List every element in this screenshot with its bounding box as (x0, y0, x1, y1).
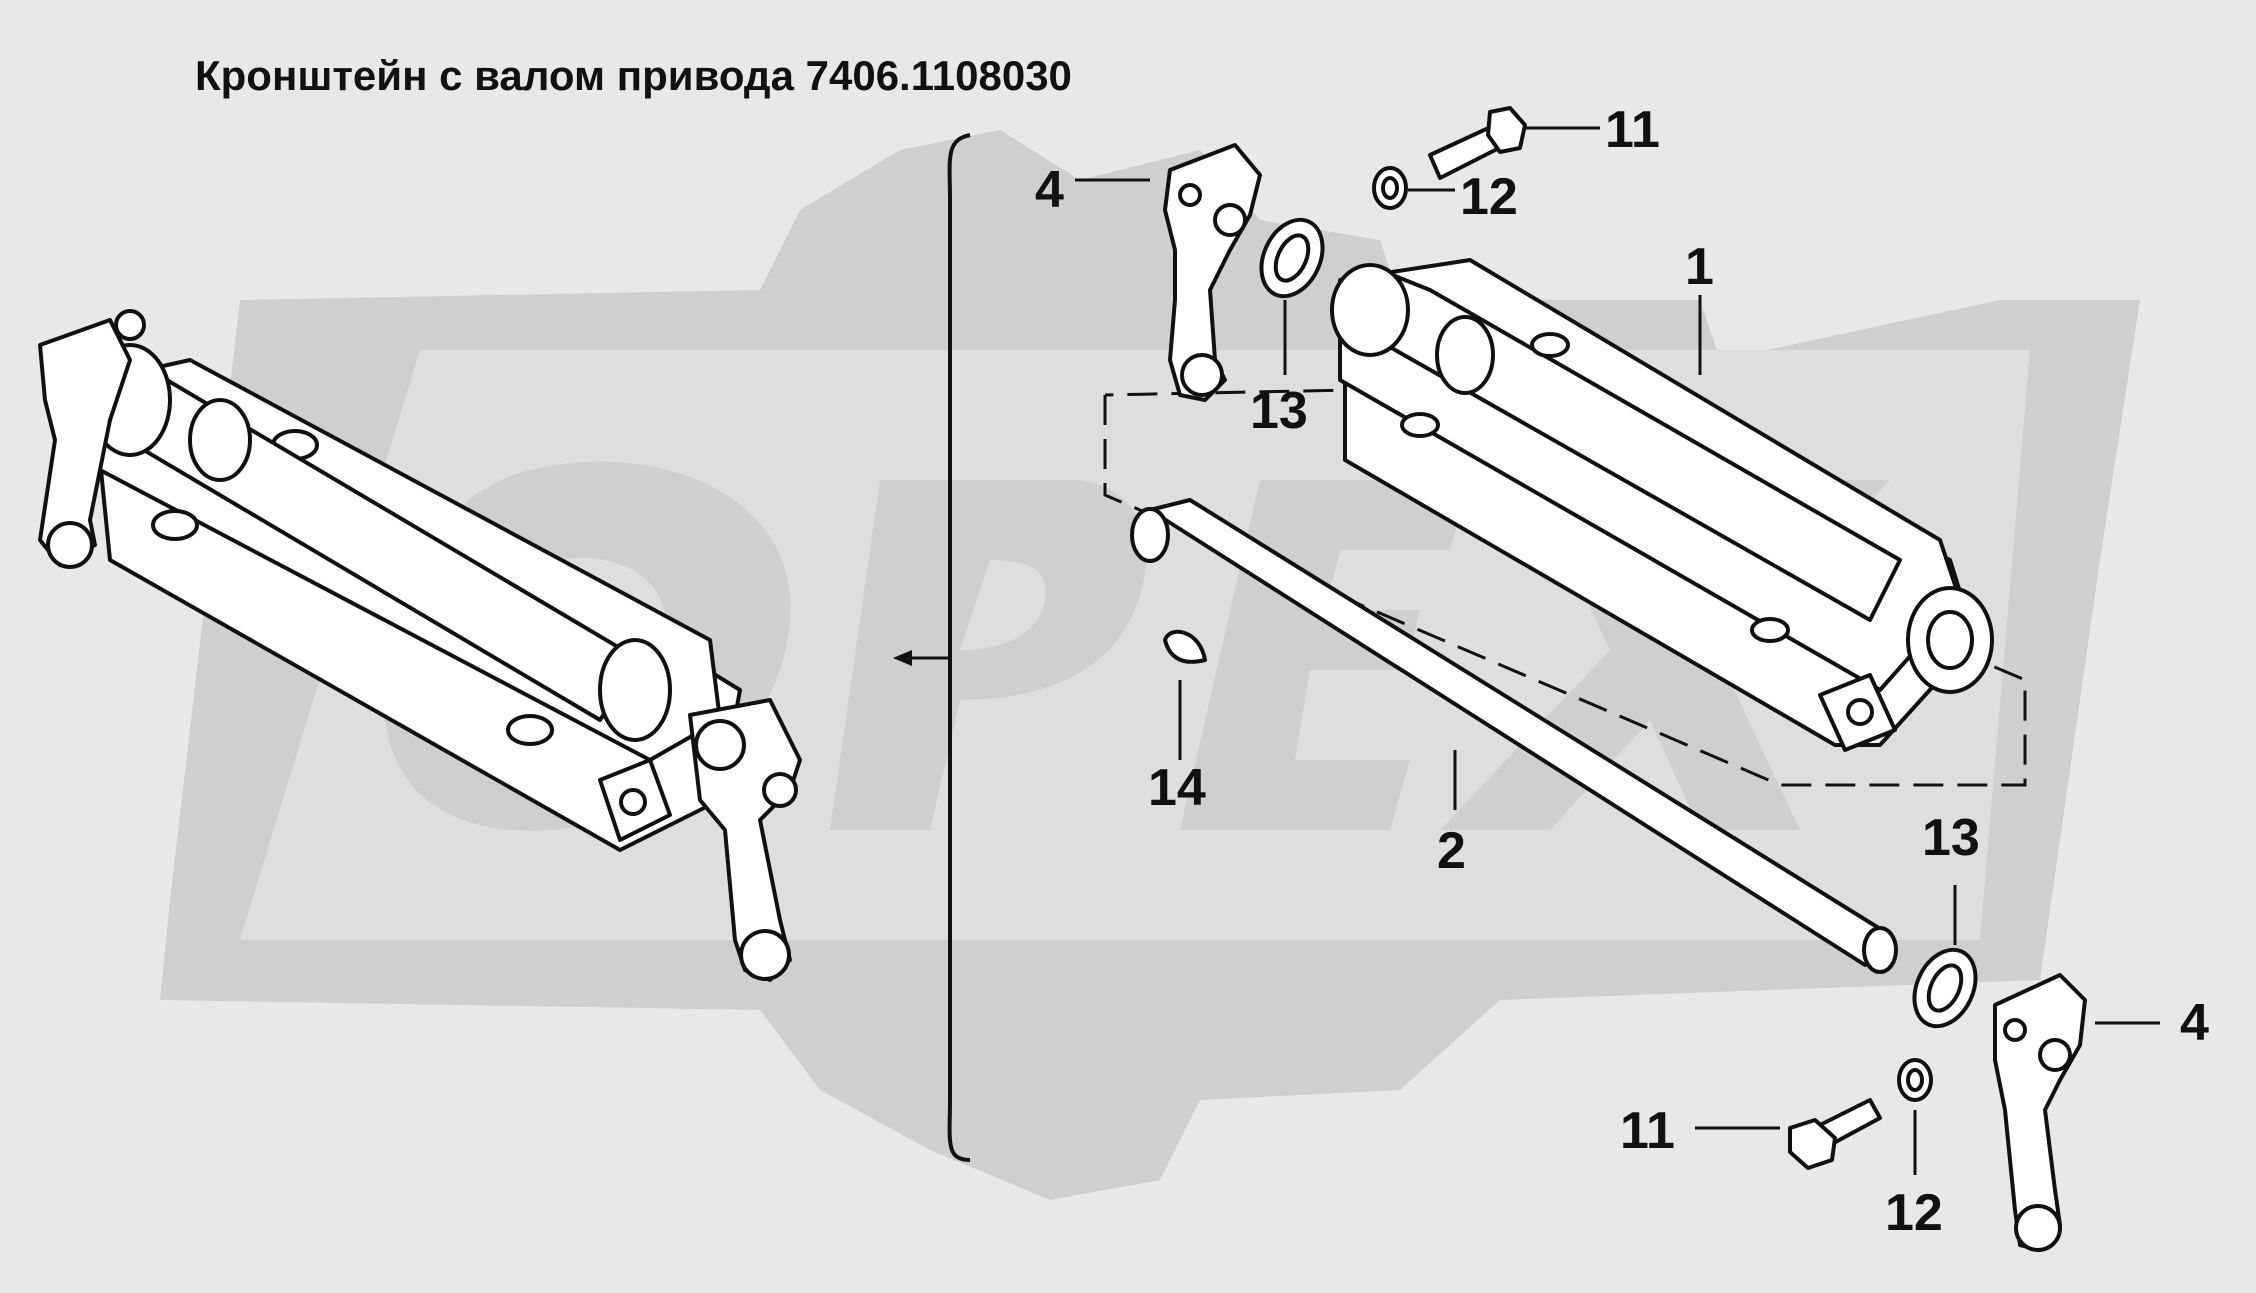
callout-4-top: 4 (1035, 161, 1064, 219)
washer-hole (1273, 233, 1311, 283)
callout-13-bottom: 13 (1922, 809, 1980, 867)
assembled-bolt-head-icon (762, 772, 798, 808)
assembled-hole-icon (151, 509, 199, 541)
callout-11-bottom: 11 (1620, 1102, 1675, 1160)
part-12-lock-washer-top (1372, 166, 1408, 210)
part-4-lever-bottom (1993, 973, 2087, 1252)
explode-bracket (947, 133, 971, 1162)
callout-12-top: 12 (1460, 168, 1518, 226)
page-title: Кронштейн с валом привода 7406.1108030 (195, 52, 1072, 99)
bracket-hole-icon (1750, 617, 1790, 643)
lever-bolt-hole-icon (2003, 1018, 2027, 1042)
bracket-bore (1926, 610, 1974, 670)
bolt-head-icon (1788, 1118, 1837, 1170)
callout-14: 14 (1148, 759, 1206, 817)
callout-11-top: 11 (1605, 101, 1660, 159)
assembled-lever-eye (46, 521, 94, 569)
callout-1: 1 (1685, 238, 1714, 296)
part-13-washer-bottom (1912, 947, 1978, 1029)
lever-splined-bore (2038, 1038, 2072, 1072)
assembled-bushing (188, 398, 252, 482)
assembled-lever-eye (739, 929, 791, 981)
bracket-tab-hole-icon (1846, 698, 1874, 726)
assembled-bushing (598, 638, 672, 742)
bracket-hole-icon (1400, 412, 1440, 438)
part-12-lock-washer-bottom (1897, 1058, 1933, 1102)
part-13-washer-top (1259, 217, 1325, 299)
lever-bolt-hole-icon (1178, 183, 1202, 207)
part-1-bracket (1330, 258, 1994, 752)
lock-washer-hole (1906, 1068, 1924, 1092)
bracket-bushing (1435, 315, 1495, 395)
shaft-end (1130, 507, 1170, 563)
explode-arrow-icon (893, 650, 912, 666)
washer-hole (1926, 963, 1964, 1013)
assembled-tab-hole-icon (619, 788, 647, 816)
callout-4-bottom: 4 (2180, 994, 2209, 1052)
part-4-lever-top (1163, 143, 1262, 402)
lever-splined-bore (1213, 203, 1247, 237)
bolt-head-icon (1486, 106, 1527, 154)
assembled-nut-icon (694, 719, 746, 771)
bracket-cylinder-end (1330, 263, 1410, 357)
assembled-bracket-unit (38, 309, 802, 982)
assembled-lever-left (38, 318, 132, 567)
callout-13-top: 13 (1250, 382, 1308, 440)
lever-eye (2014, 1204, 2062, 1252)
callout-2: 2 (1437, 822, 1466, 880)
callout-12-bottom: 12 (1885, 1184, 1943, 1242)
assembled-hole-icon (506, 714, 554, 746)
lock-washer-hole (1381, 176, 1399, 200)
bracket-hole-icon (1530, 332, 1570, 358)
watermark-letter-p (830, 480, 1146, 830)
assembled-bolt-head-icon (114, 309, 146, 341)
part-11-bolt-bottom (1788, 1098, 1882, 1170)
lever-eye (1180, 353, 1224, 397)
part-14-key (1163, 629, 1207, 664)
shaft-end (1862, 926, 1898, 974)
part-2-shaft (1130, 498, 1898, 974)
part-11-bolt-top (1428, 106, 1527, 180)
